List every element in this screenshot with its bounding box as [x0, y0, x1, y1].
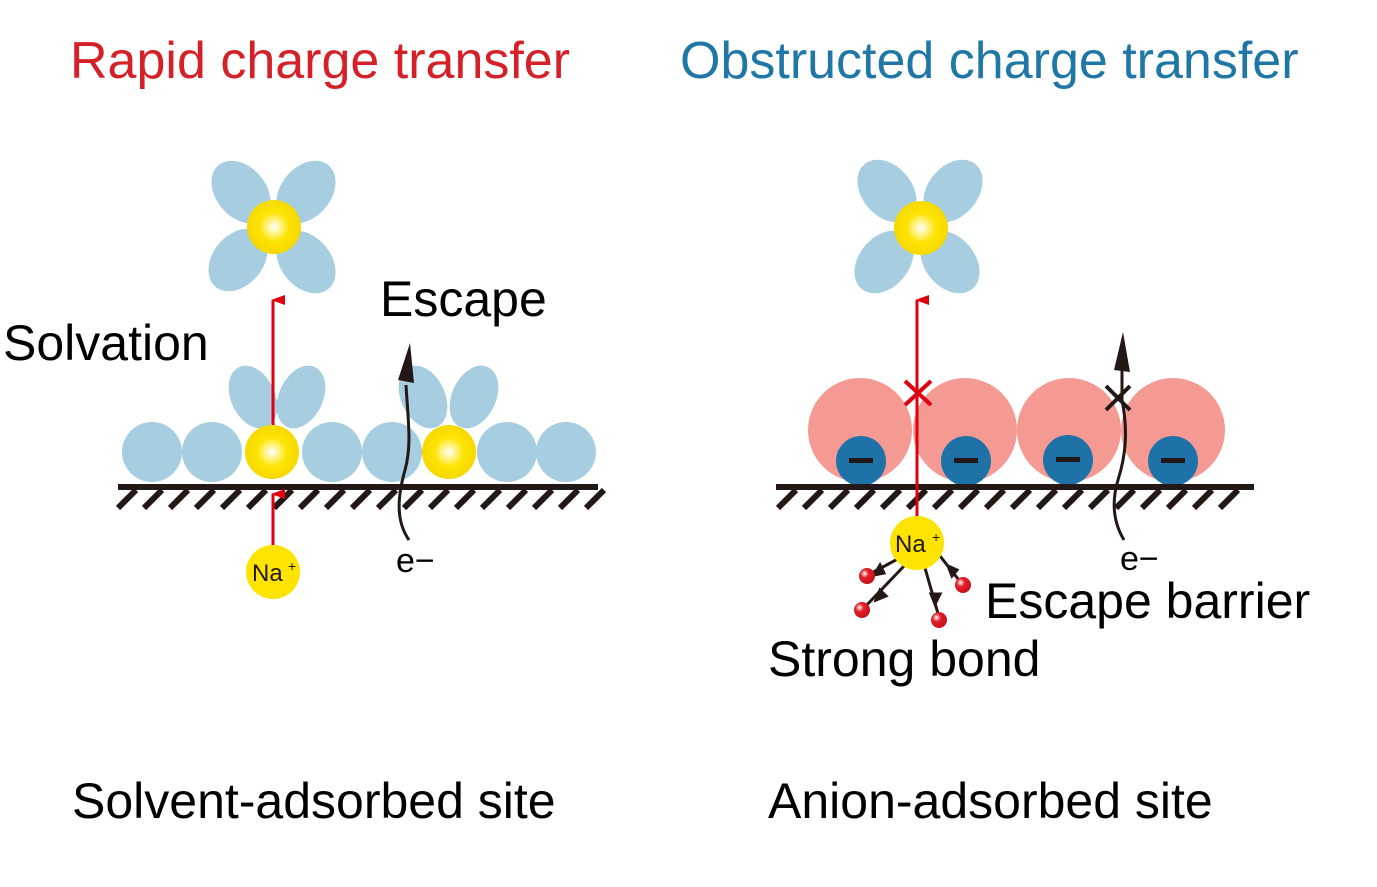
label-escape: Escape [380, 271, 547, 327]
caption-anion-adsorbed: Anion-adsorbed site [768, 773, 1213, 829]
hatch-mark [115, 487, 139, 511]
hatch-mark [1139, 487, 1163, 511]
solvent-layer [122, 365, 596, 482]
solvated-cation [208, 160, 336, 294]
ion-label: Na [252, 560, 283, 587]
hatch-mark [827, 487, 851, 511]
hatch-mark [323, 487, 347, 511]
hatch-mark [1009, 487, 1033, 511]
hatch-mark [453, 487, 477, 511]
ion-label: Na [895, 531, 926, 558]
hatch-mark [401, 487, 425, 511]
hatch-mark [1113, 487, 1137, 511]
label-strong-bond: Strong bond [768, 631, 1040, 687]
hatch-mark [1087, 487, 1111, 511]
hatch-mark [349, 487, 373, 511]
hatch-mark [1061, 487, 1085, 511]
hatch-mark [219, 487, 243, 511]
electrode-right [775, 484, 1254, 511]
hatch-mark [271, 487, 295, 511]
caption-solvent-adsorbed: Solvent-adsorbed site [72, 773, 556, 829]
hatch-mark [583, 487, 607, 511]
ion-charge: + [932, 529, 940, 545]
hatch-mark [375, 487, 399, 511]
blocked-x-mark-red [903, 379, 933, 407]
sodium-ion: Na + [890, 516, 944, 570]
hatch-mark [879, 487, 903, 511]
hatch-mark [1191, 487, 1215, 511]
electron-blocked-arrow [1112, 332, 1130, 541]
hatch-mark [245, 487, 269, 511]
left-panel: Na + Solvation Escape e− Solvent-adsorbe… [3, 160, 607, 829]
hatch-mark [983, 487, 1007, 511]
hatch-mark [1217, 487, 1241, 511]
hatch-mark [853, 487, 877, 511]
solvated-cation [854, 159, 983, 294]
hatch-mark [479, 487, 503, 511]
label-escape-barrier: Escape barrier [985, 573, 1310, 629]
hatch-mark [193, 487, 217, 511]
hatch-mark [931, 487, 955, 511]
electron-escape-arrow [397, 343, 414, 541]
title-rapid: Rapid charge transfer [70, 32, 570, 90]
hatch-mark [167, 487, 191, 511]
sodium-ion: Na + [246, 545, 300, 599]
label-solvation: Solvation [3, 315, 209, 371]
label-electron: e− [1120, 540, 1159, 578]
anion-layer [808, 378, 1225, 486]
blocked-x-mark-black [1104, 384, 1132, 412]
hatch-mark [801, 487, 825, 511]
hatch-mark [1035, 487, 1059, 511]
hatch-mark [427, 487, 451, 511]
hatch-mark [557, 487, 581, 511]
ion-charge: + [288, 558, 296, 574]
hatch-mark [1165, 487, 1189, 511]
right-panel: Na + e− Escape barrier Strong bond Anion… [768, 159, 1310, 829]
hatch-mark [505, 487, 529, 511]
hatch-mark [141, 487, 165, 511]
hatch-mark [297, 487, 321, 511]
title-obstructed: Obstructed charge transfer [680, 32, 1299, 90]
oxygen-atoms [854, 568, 971, 628]
label-electron: e− [396, 542, 435, 580]
hatch-mark [775, 487, 799, 511]
hatch-mark [957, 487, 981, 511]
electrode-left [115, 484, 607, 511]
hatch-mark [531, 487, 555, 511]
